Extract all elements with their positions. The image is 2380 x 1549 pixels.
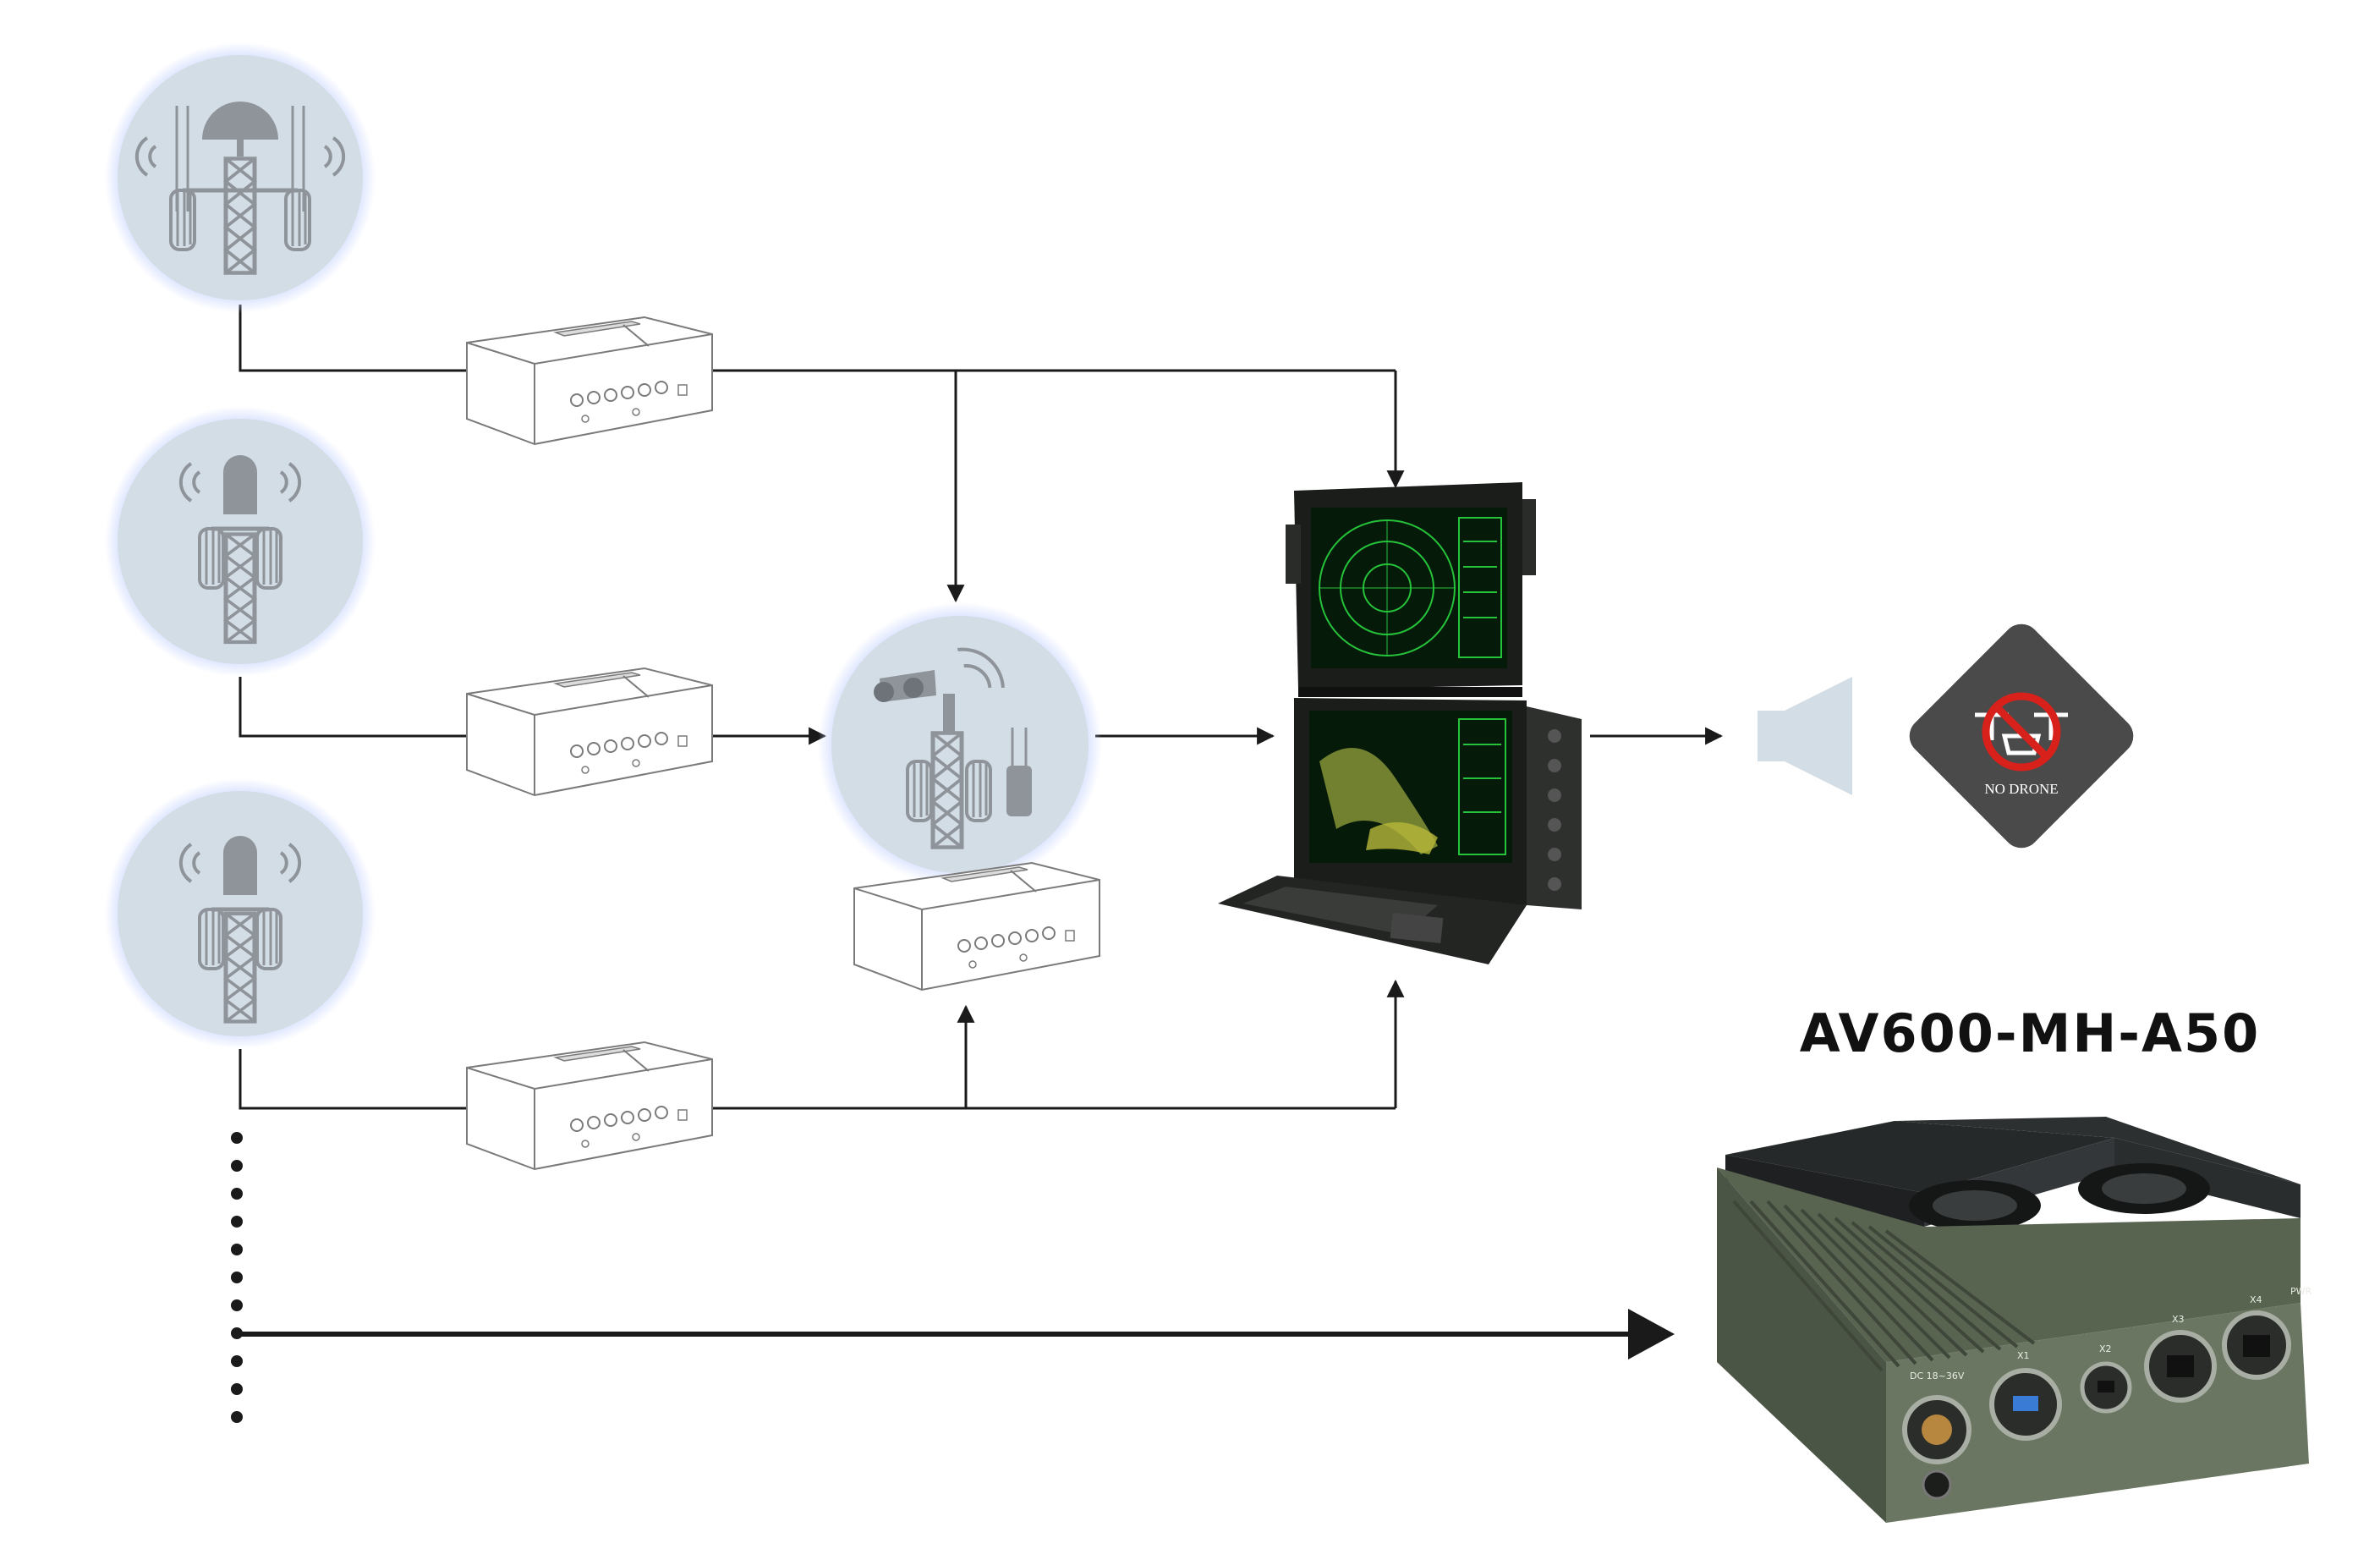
product-chassis: DC 18~36V X1 X2 X3 X4 PWR — [1717, 1117, 2312, 1523]
port-label-x1: X1 — [2017, 1350, 2030, 1361]
processing-unit-3 — [466, 1041, 713, 1170]
radar-tower-icon — [178, 836, 302, 1022]
port-label-x2: X2 — [2099, 1343, 2112, 1354]
port-label-x3: X3 — [2172, 1314, 2185, 1325]
dual-screen-console-icon — [1218, 482, 1582, 964]
rack-unit-icon — [466, 316, 713, 445]
ethernet-connector-icon — [2144, 1330, 2217, 1403]
port-labels: DC 18~36V X1 X2 X3 X4 PWR — [1910, 1286, 2312, 1381]
alarm-speaker — [1758, 677, 1852, 795]
rack-unit-icon — [466, 667, 713, 796]
more-stations-dots — [231, 1132, 243, 1423]
no-drone-sign: NO DRONE — [1909, 623, 2134, 849]
power-connector-icon — [1902, 1395, 1971, 1464]
console — [1218, 482, 1582, 964]
port-label-x4: X4 — [2250, 1294, 2262, 1305]
line-sensor2-to-unit2 — [239, 677, 469, 738]
product-title: AV600-MH-A50 — [1799, 1002, 2261, 1064]
rack-unit-icon — [466, 1041, 713, 1170]
tracking-station — [818, 602, 1102, 887]
prohibition-icon — [1982, 692, 2061, 772]
line-sensor1-to-unit1 — [239, 305, 469, 372]
usb-connector-icon — [1989, 1368, 2062, 1441]
port-label-dc: DC 18~36V — [1910, 1370, 1965, 1381]
rack-unit-icon — [853, 862, 1100, 991]
camera-tower-icon — [874, 647, 1032, 847]
fan-icon — [1909, 1180, 2041, 1231]
mini-connector-icon — [2080, 1361, 2132, 1414]
dome-antenna-tower-icon — [134, 102, 346, 273]
sensor-station-1 — [105, 42, 376, 313]
connection-lines — [239, 305, 1724, 1110]
big-arrow-to-product — [237, 1309, 1675, 1359]
radar-tower-icon — [178, 455, 302, 642]
processing-unit-2 — [466, 667, 713, 796]
no-drone-label: NO DRONE — [1984, 781, 2058, 797]
processing-unit-center — [853, 862, 1100, 991]
port-label-pwr: PWR — [2290, 1286, 2312, 1297]
processing-unit-1 — [466, 316, 713, 445]
line-sensor3-to-unit3 — [239, 1049, 469, 1110]
ethernet-connector-icon — [2222, 1310, 2291, 1380]
sensor-station-3 — [105, 778, 376, 1049]
speaker-icon — [1758, 677, 1852, 795]
sensor-station-2 — [105, 406, 376, 677]
fan-icon — [2078, 1163, 2210, 1214]
power-button-icon — [1922, 1469, 1952, 1500]
